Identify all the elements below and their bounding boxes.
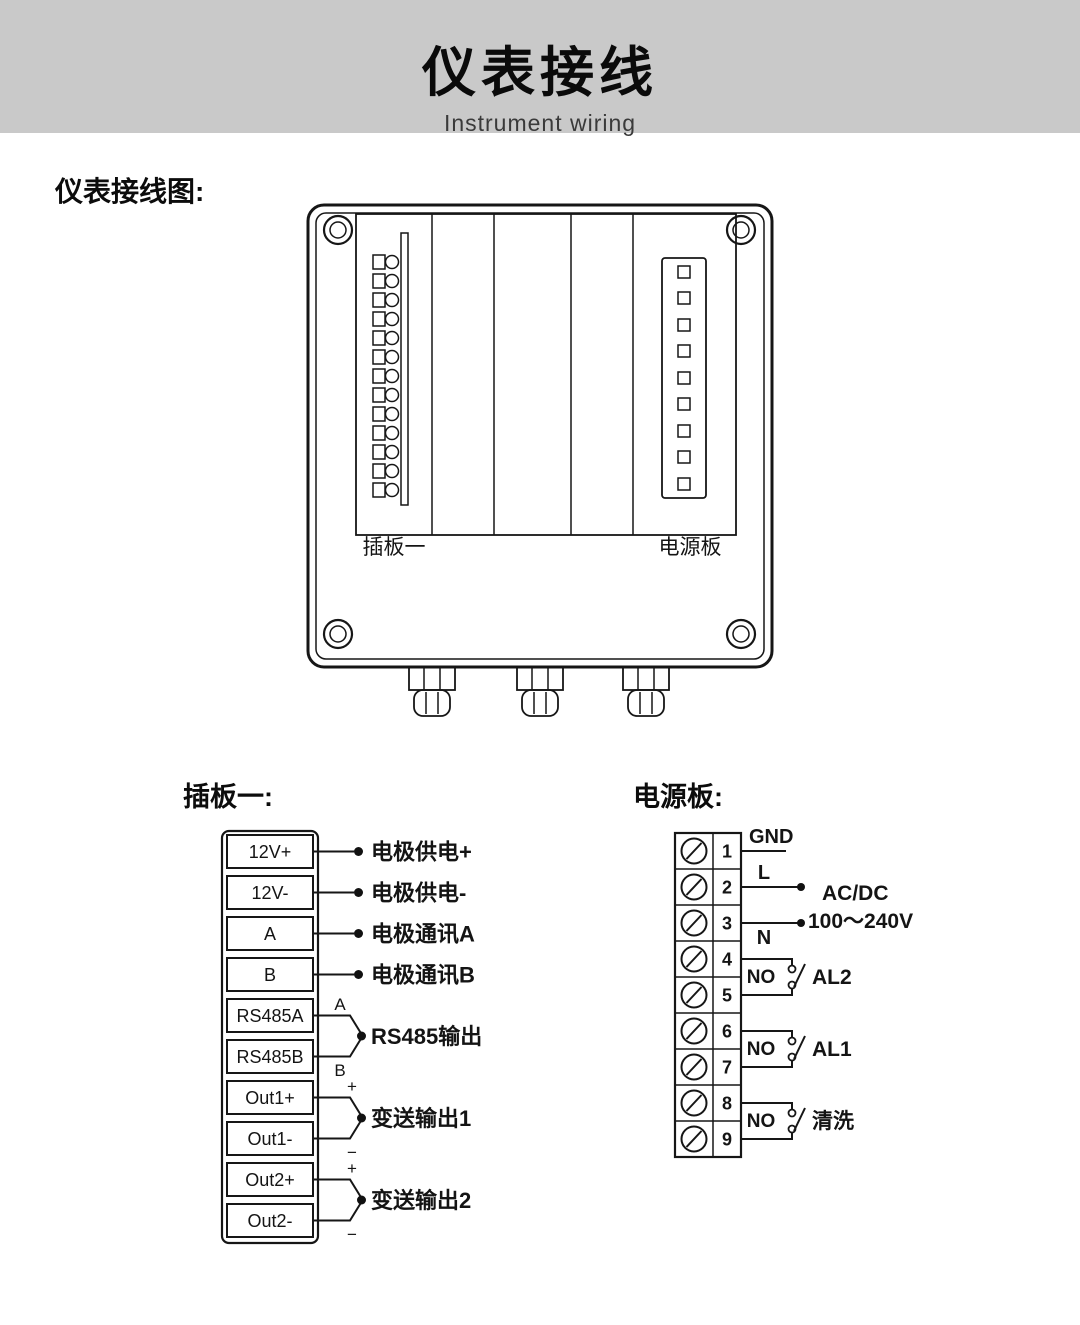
terminal-row: 7 <box>680 1053 732 1081</box>
no-contact-label: NO <box>747 1039 776 1060</box>
power-slot-label: 电源板 <box>659 535 722 559</box>
power-board-title: 电源板: <box>633 782 723 812</box>
wire-connection: 电极通讯B <box>313 963 475 988</box>
connection-label: 电极供电- <box>371 881 466 906</box>
relay-no-contact: NO 清洗 <box>741 1102 854 1140</box>
terminal-cell: Out2+ <box>226 1162 314 1197</box>
relay-no-contact: NO AL1 <box>741 1030 852 1068</box>
page-subtitle: Instrument wiring <box>443 110 637 136</box>
wire-connection: 电极供电+ <box>313 840 472 865</box>
cable-gland-icon <box>408 666 456 717</box>
terminal-cell: RS485A <box>226 998 314 1033</box>
connection-label: 电极供电+ <box>371 840 472 865</box>
terminal-row: 4 <box>680 945 732 973</box>
terminal-label: Out2+ <box>245 1170 295 1190</box>
terminal-label: 12V+ <box>249 842 292 862</box>
terminal-row: 2 <box>680 873 732 901</box>
terminal-cell: Out1+ <box>226 1080 314 1115</box>
page-title: 仪表接线 <box>422 43 658 103</box>
wire-pair-connection: + − 变送输出2 <box>313 1159 471 1244</box>
wire-connection: 电极供电- <box>313 881 466 906</box>
neutral-label: N <box>757 927 771 949</box>
terminal-row: 8 <box>680 1089 732 1117</box>
supply-type-label: AC/DC <box>822 882 889 905</box>
terminal-label: RS485B <box>236 1047 303 1067</box>
power-terminal-strip <box>661 257 707 499</box>
terminal-cell: B <box>226 957 314 992</box>
page-header: 仪表接线 Instrument wiring <box>0 0 1080 136</box>
terminal-number: 5 <box>722 986 732 1006</box>
wire-pair-connection: A B RS485输出 <box>313 995 482 1080</box>
wire-pair-connection: + − 变送输出1 <box>313 1077 471 1162</box>
board1-connector-outline <box>220 829 320 1245</box>
relay-label: 清洗 <box>812 1109 854 1133</box>
slot1-label: 插板一 <box>363 535 426 559</box>
wire-connection: 电极通讯A <box>313 922 475 947</box>
terminal-label: A <box>264 924 276 944</box>
wire-polarity-top: + <box>347 1159 357 1178</box>
terminal-cell: RS485B <box>226 1039 314 1074</box>
board1-title: 插板一: <box>183 782 273 812</box>
relay-no-contact: NO AL2 <box>741 958 852 996</box>
terminal-label: Out1+ <box>245 1088 295 1108</box>
relay-label: AL1 <box>812 1038 852 1061</box>
cable-gland-icon <box>516 666 564 717</box>
terminal-number: 4 <box>722 950 732 970</box>
diagram-caption: 仪表接线图: <box>55 176 205 207</box>
no-contact-label: NO <box>747 1111 776 1132</box>
connection-label: RS485输出 <box>371 1024 482 1049</box>
connection-label: 变送输出1 <box>371 1106 471 1131</box>
terminal-number: 8 <box>722 1094 732 1114</box>
terminal-row: 3 <box>680 909 732 937</box>
terminal-number: 3 <box>722 914 732 934</box>
terminal-cell: Out2- <box>226 1203 314 1238</box>
corner-screw-icon <box>322 214 757 650</box>
terminal-cell: Out1- <box>226 1121 314 1156</box>
neutral-wire: N <box>741 919 805 949</box>
terminal-label: Out1- <box>247 1129 292 1149</box>
terminal-number: 1 <box>722 842 732 862</box>
wire-polarity-bottom: − <box>347 1143 357 1162</box>
power-board-diagram: 1 2 3 4 5 6 7 8 9 GND L N AC/DC 100〜240V <box>673 826 913 1159</box>
terminal-row: 5 <box>680 981 732 1009</box>
terminal-cell: 12V- <box>226 875 314 910</box>
relay-label: AL2 <box>812 966 852 989</box>
wire-polarity-top: A <box>334 995 346 1014</box>
terminal-number: 2 <box>722 878 732 898</box>
card-panel <box>355 213 737 536</box>
line-label: L <box>758 862 770 884</box>
terminal-cell: 12V+ <box>226 834 314 869</box>
terminal-label: Out2- <box>247 1211 292 1231</box>
terminal-label: RS485A <box>236 1006 303 1026</box>
connection-label: 电极通讯B <box>371 963 475 988</box>
terminal-row: 9 <box>680 1125 732 1153</box>
connection-label: 电极通讯A <box>371 922 475 947</box>
gnd-label: GND <box>749 826 793 848</box>
slot1-terminal-strip <box>372 232 409 506</box>
connection-label: 变送输出2 <box>371 1188 471 1213</box>
wire-polarity-bottom: − <box>347 1225 357 1244</box>
terminal-label: B <box>264 965 276 985</box>
terminal-label: 12V- <box>251 883 288 903</box>
wire-polarity-bottom: B <box>334 1061 345 1080</box>
gnd-wire: GND <box>741 826 793 852</box>
no-contact-label: NO <box>747 967 776 988</box>
board1-diagram: 12V+ 12V- A B RS485A RS485B Out1+ Out1- … <box>220 829 482 1245</box>
terminal-row: 6 <box>680 1017 732 1045</box>
voltage-range-label: 100〜240V <box>808 910 913 933</box>
wire-polarity-top: + <box>347 1077 357 1096</box>
terminal-row: 1 <box>680 837 732 865</box>
line-wire: L <box>741 862 805 891</box>
terminal-number: 7 <box>722 1058 732 1078</box>
terminal-cell: A <box>226 916 314 951</box>
cable-gland-icon <box>622 666 670 717</box>
terminal-number: 9 <box>722 1130 732 1150</box>
enclosure-diagram: 插板一 电源板 <box>306 203 774 717</box>
terminal-number: 6 <box>722 1022 732 1042</box>
